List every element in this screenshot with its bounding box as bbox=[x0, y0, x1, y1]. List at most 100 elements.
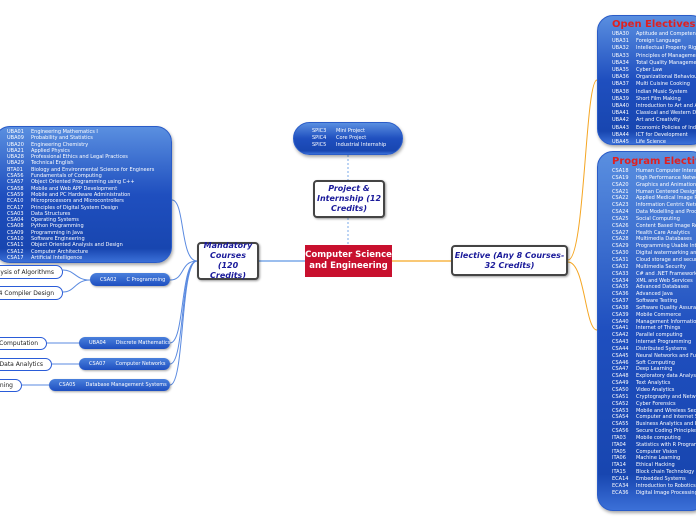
course-name: Engineering Mathematics I bbox=[31, 129, 98, 135]
course-code: CSA55 bbox=[612, 421, 629, 428]
course-code: UBA34 bbox=[612, 59, 629, 66]
course-name: Neural Networks and Fuz bbox=[636, 352, 696, 359]
course-row: UBA40 Introduction to Art and A bbox=[612, 103, 696, 110]
course-name: Text Analytics bbox=[636, 380, 671, 387]
course-code: CSA17 bbox=[7, 254, 24, 261]
course-name: Total Quality Management bbox=[636, 59, 696, 66]
course-name: Multi Cuisine Cooking bbox=[636, 81, 690, 88]
connector-open bbox=[567, 79, 598, 261]
dependent-course-node[interactable]: ning bbox=[0, 379, 22, 392]
course-name: Statistics with R Program bbox=[636, 441, 696, 448]
course-code: CSA42 bbox=[612, 332, 629, 339]
course-code: CSA45 bbox=[612, 352, 629, 359]
course-name: Microprocessors and Microcontrollers bbox=[31, 198, 124, 205]
course-name: Human Centered Design bbox=[636, 188, 696, 195]
course-code: CSA52 bbox=[612, 400, 629, 407]
course-code: CSA54 bbox=[612, 414, 629, 421]
course-row: CSA48 Exploratory data Analysis bbox=[612, 373, 696, 380]
course-name: Exploratory data Analysis bbox=[636, 373, 696, 380]
course-name: Internet Programming bbox=[636, 339, 692, 346]
elective-node[interactable]: Elective (Any 8 Courses- 32 Credits) bbox=[451, 245, 568, 276]
dependent-course-node[interactable]: Data Analytics bbox=[0, 358, 52, 371]
course-code: UBA30 bbox=[612, 31, 629, 37]
course-name: Artificial Intelligence bbox=[31, 254, 83, 261]
mandatory-courses-node[interactable]: Mandatory Courses (120 Credits) bbox=[197, 241, 259, 280]
course-name: Short Film Making bbox=[636, 95, 681, 102]
course-code: CSA03 bbox=[7, 210, 24, 217]
course-code: ITA03 bbox=[612, 434, 626, 441]
course-name: Content Based Image Ret bbox=[636, 222, 696, 229]
dependent-course-node[interactable]: Computation bbox=[0, 337, 47, 350]
course-code: CSA05 bbox=[59, 382, 76, 388]
dependent-course-node[interactable]: 4 Compiler Design bbox=[0, 286, 63, 300]
course-name: Advanced Java bbox=[636, 291, 673, 298]
course-code: CSA11 bbox=[7, 242, 24, 249]
course-name: Software Testing bbox=[636, 298, 678, 305]
course-code: UBA36 bbox=[612, 74, 629, 81]
central-topic[interactable]: Computer Science and Engineering bbox=[305, 245, 392, 277]
course-code: CSA26 bbox=[612, 222, 629, 229]
course-name: Embedded Systems bbox=[636, 475, 686, 482]
course-code: SPIC5 bbox=[312, 142, 327, 148]
course-name: Digital watermarking and bbox=[636, 250, 696, 257]
course-name: Ethical Hacking bbox=[636, 462, 675, 469]
connector-mandatory-branches bbox=[22, 199, 198, 386]
course-code: UBA32 bbox=[612, 45, 629, 52]
course-name: High Performance Netwo bbox=[636, 174, 696, 181]
course-name: XML and Web Services bbox=[636, 277, 693, 284]
course-code: UBA20 bbox=[7, 141, 24, 148]
course-name: Parallel computing bbox=[636, 332, 683, 339]
course-row: CSA03 Data Structures bbox=[7, 211, 171, 217]
course-code: CSA19 bbox=[612, 174, 629, 181]
course-code: UBA41 bbox=[612, 110, 629, 117]
course-name: Secure Coding Principles bbox=[636, 428, 696, 435]
course-code: CSA10 bbox=[7, 236, 24, 243]
course-code: CSA04 bbox=[7, 217, 24, 224]
course-name: Mini Project bbox=[336, 128, 365, 134]
course-code: CSA44 bbox=[612, 345, 629, 352]
dependent-course-node[interactable]: alysis of Algorithms bbox=[0, 265, 63, 279]
course-code: UBA40 bbox=[612, 103, 629, 110]
project-internship-node[interactable]: Project & Internship (12 Credits) bbox=[313, 180, 385, 218]
course-name: Block chain Technology bbox=[636, 469, 695, 476]
course-code: CSA48 bbox=[612, 373, 629, 380]
course-name: Cyber Forensics bbox=[636, 400, 676, 407]
course-name: Human Computer Interac bbox=[636, 168, 696, 174]
course-row: CSA42 Parallel computing bbox=[612, 332, 696, 339]
course-code: CSA08 bbox=[7, 223, 24, 230]
course-code: UBA01 bbox=[7, 129, 24, 135]
course-name: Data Structures bbox=[31, 210, 71, 217]
course-code: CSA33 bbox=[612, 270, 629, 277]
course-code: CSA57 bbox=[7, 179, 24, 186]
course-name: Object Oriented Analysis and Design bbox=[31, 242, 123, 249]
course-name: Introduction to Art and A bbox=[636, 103, 696, 110]
course-name: Advanced Databases bbox=[636, 284, 689, 291]
